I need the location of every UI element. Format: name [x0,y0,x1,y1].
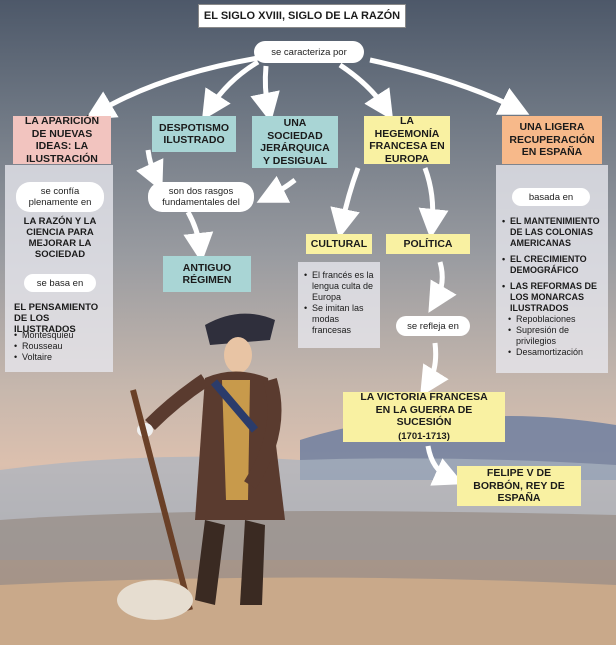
node-sociedad: UNA SOCIEDAD JERÁRQUICA Y DESIGUAL [252,116,338,168]
node-ilustracion: LA APARICIÓN DE NUEVAS IDEAS: LA ILUSTRA… [13,115,111,165]
cultural-item: El francés es la lengua culta de Europa [304,270,376,303]
ilustrado-item: Rousseau [14,341,106,352]
recuperacion-item: LAS REFORMAS DE LOS MONARCAS ILUSTRADOS [502,281,606,314]
page-title: EL SIGLO XVIII, SIGLO DE LA RAZÓN [198,4,406,28]
node-hegemonia: LA HEGEMONÍA FRANCESA EN EUROPA [364,115,450,165]
node-recuperacion: UNA LIGERA RECUPERACIÓN EN ESPAÑA [502,116,602,164]
soldier-figure [117,313,285,620]
cultural-item: Se imitan las modas francesas [304,303,376,336]
victoria-line-2: EN LA GUERRA DE SUCESIÓN [375,403,473,429]
root-connector: se caracteriza por [254,41,364,63]
reforma-subitem: Supresión de privilegios [502,325,606,347]
connector-basa: se basa en [24,274,96,292]
recuperacion-item: EL MANTENIMIENTO DE LAS COLONIAS AMERICA… [502,216,606,249]
node-politica: POLÍTICA [386,234,470,254]
node-victoria: LA VICTORIA FRANCESA EN LA GUERRA DE SUC… [343,391,505,442]
ilustracion-razon: LA RAZÓN Y LA CIENCIA PARA MEJORAR LA SO… [23,216,97,260]
reforma-subitem: Repoblaciones [502,314,606,325]
recuperacion-list: EL MANTENIMIENTO DE LAS COLONIAS AMERICA… [502,216,606,358]
node-antiguo-regimen: ANTIGUO RÉGIMEN [163,256,251,292]
ilustrados-list: Montesquieu Rousseau Voltaire [14,330,106,363]
ilustrado-item: Voltaire [14,352,106,363]
connector-confia: se confía plenamente en [16,182,104,212]
connector-basada: basada en [512,188,590,206]
recuperacion-item: EL CRECIMIENTO DEMOGRÁFICO [502,254,606,276]
connector-refleja: se refleja en [396,316,470,336]
victoria-years: (1701-1713) [398,430,450,442]
reforma-subitem: Desamortización [502,347,606,358]
cultural-list: El francés es la lengua culta de Europa … [304,270,376,336]
node-cultural: CULTURAL [306,234,372,254]
victoria-line-1: LA VICTORIA FRANCESA [360,391,488,403]
node-felipe: FELIPE V DE BORBÓN, REY DE ESPAÑA [457,466,581,506]
connector-dos-rasgos: son dos rasgos fundamentales del [148,182,254,212]
ilustrado-item: Montesquieu [14,330,106,341]
node-despotismo: DESPOTISMO ILUSTRADO [152,116,236,152]
